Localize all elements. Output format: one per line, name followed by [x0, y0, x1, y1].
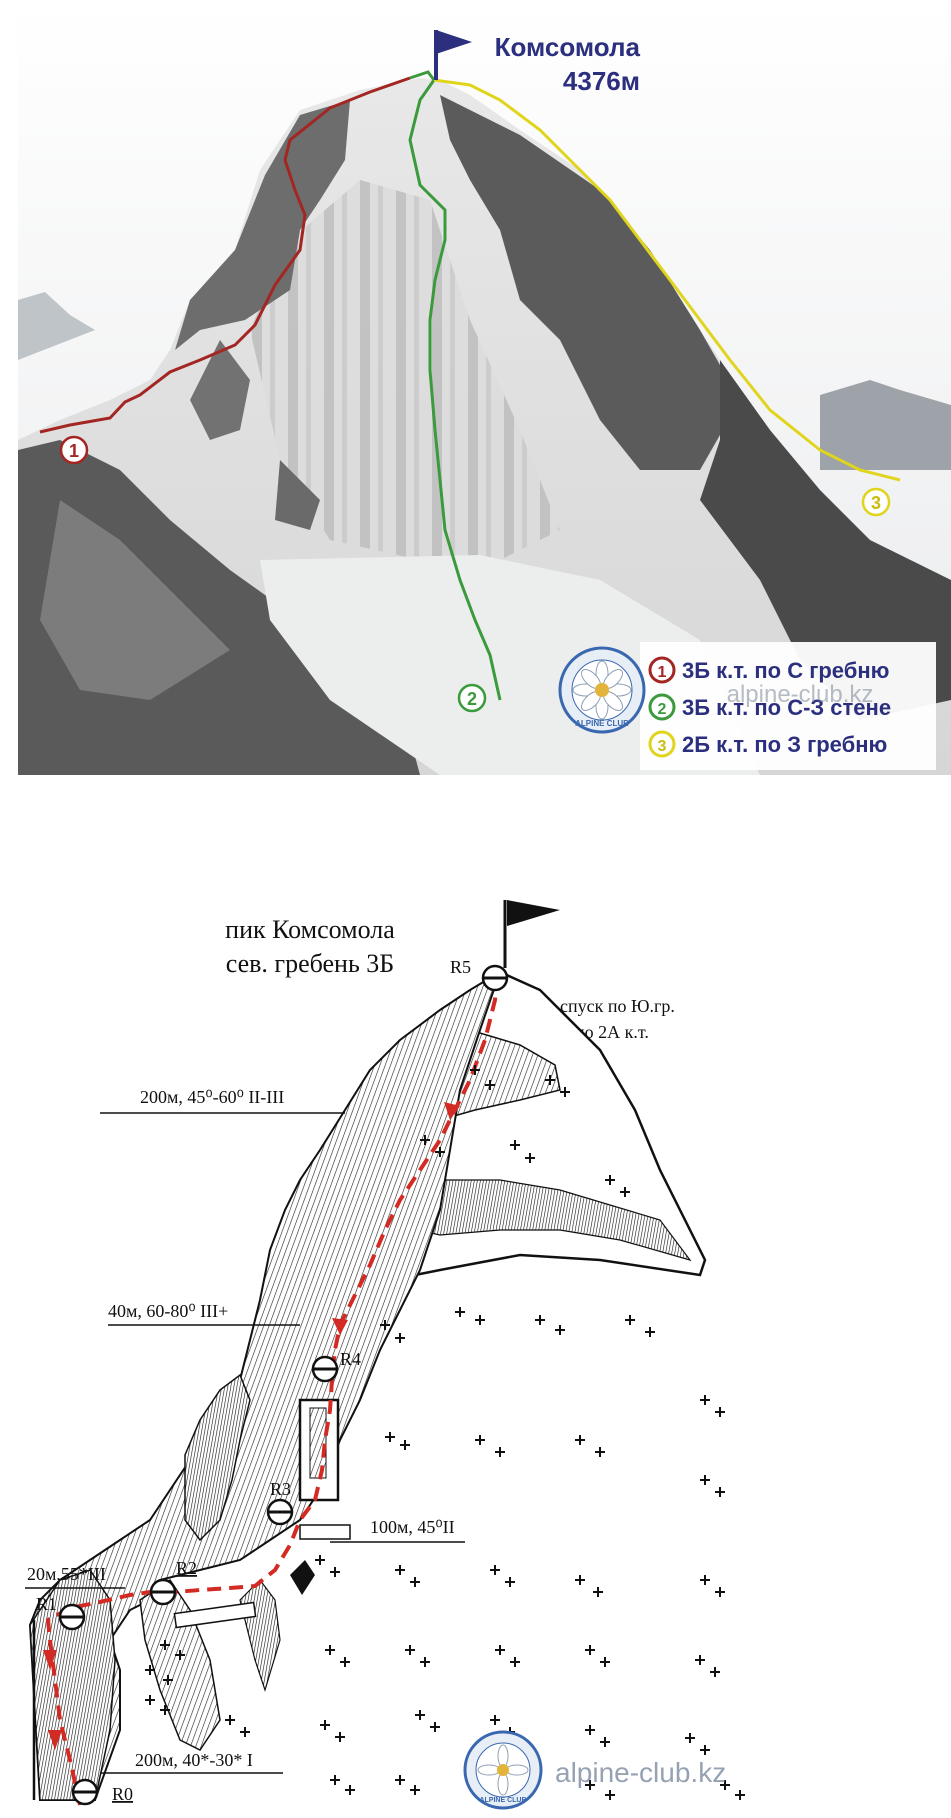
station-r1-label: R1	[36, 1594, 57, 1614]
pitch-label-5: 200м, 40*-30* I	[135, 1750, 253, 1770]
rock-west-ridge	[700, 360, 951, 720]
descent-note-line-2: по 2А к.т.	[575, 1022, 649, 1042]
svg-text:1: 1	[658, 664, 667, 681]
legend-row-3: 3 2Б к.т. по З гребню	[648, 730, 887, 758]
route-1-marker: 1	[59, 435, 89, 465]
svg-text:2: 2	[467, 689, 477, 709]
photo-watermark: alpine-club.kz	[727, 681, 874, 708]
topo-chimney-inner	[309, 1407, 327, 1479]
topo-lower-buttress	[29, 1569, 116, 1801]
station-r4-label: R4	[340, 1349, 361, 1369]
station-r4-icon	[311, 1355, 339, 1383]
north-face-couloirs	[250, 180, 560, 560]
station-r0-label: R0	[112, 1784, 133, 1804]
topo-small-pillar	[239, 1579, 281, 1692]
station-r1-icon	[58, 1603, 86, 1631]
pitch-label-2: 40м, 60-80⁰ III+	[108, 1301, 228, 1321]
peak-height-label: 4376м	[563, 66, 640, 96]
station-r5-icon	[481, 964, 509, 992]
route-1-line	[39, 76, 411, 434]
glacier	[260, 555, 760, 775]
legend-row-2: 2 3Б к.т. по С-З стене	[648, 693, 891, 721]
legend-label-3: 2Б к.т. по З гребню	[682, 732, 887, 757]
topo-arrow-icon	[332, 1318, 348, 1335]
rock-foreground-detail	[40, 500, 230, 700]
pitch-label-1: 200м, 45⁰-60⁰ II-III	[140, 1087, 284, 1107]
topo-traverse-box-r2	[173, 1601, 257, 1629]
route-legend: 1 3Б к.т. по С гребню 2 3Б к.т. по С-З с…	[640, 642, 936, 770]
station-r3-label: R3	[270, 1479, 291, 1499]
route-3-line	[433, 78, 901, 482]
svg-text:2: 2	[658, 701, 667, 718]
station-r3-icon	[266, 1498, 294, 1526]
station-r2-label: R2	[176, 1558, 197, 1578]
station-r5-label: R5	[450, 957, 471, 977]
svg-text:ALPINE CLUB: ALPINE CLUB	[575, 719, 629, 728]
topo-gendarme	[184, 1373, 251, 1542]
topo-watermark: alpine-club.kz	[555, 1757, 726, 1788]
svg-text:ALPINE CLUB: ALPINE CLUB	[479, 1797, 526, 1804]
distant-ridge-right	[820, 380, 951, 470]
alpine-club-logo-icon: ALPINE CLUB	[558, 646, 646, 734]
legend-row-1: 1 3Б к.т. по С гребню	[648, 656, 889, 684]
station-r0-icon	[71, 1778, 99, 1806]
route-2-marker: 2	[457, 683, 487, 713]
peak-name-label: Комсомола	[495, 32, 641, 62]
topo-alpine-club-logo-icon: ALPINE CLUB	[463, 1730, 543, 1810]
topo-arrow-icon	[48, 1730, 62, 1750]
pitch-label-3: 100м, 45⁰II	[370, 1517, 455, 1537]
pitch-label-4: 20м,55*III	[27, 1564, 106, 1584]
rock-small-island	[275, 460, 320, 530]
route-3-marker: 3	[861, 487, 891, 517]
topo-arrow-icon	[444, 1102, 460, 1120]
rock-left-buttress	[175, 100, 350, 350]
summit-flag-icon	[436, 30, 472, 54]
topo-traverse-box-r3	[299, 1524, 351, 1540]
svg-text:1: 1	[69, 441, 79, 461]
topo-lower-rock-band	[389, 1179, 692, 1262]
distant-peak-left	[18, 292, 95, 360]
route-2-line	[408, 70, 502, 701]
topo-small-rock	[290, 1560, 315, 1595]
route-topo-panel: пик Комсомола сев. гребень 3Б спуск по Ю…	[0, 880, 951, 1813]
descent-note-line-1: спуск по Ю.гр.	[560, 996, 675, 1016]
station-r2-icon	[149, 1578, 177, 1606]
mountain-photo: Комсомола 4376м 1 2 3 1 3Б к.т. по С гре…	[18, 0, 951, 775]
topo-title-line-1: пик Комсомола	[225, 915, 395, 944]
legend-label-1: 3Б к.т. по С гребню	[682, 658, 889, 683]
route-topo-diagram: пик Комсомола сев. гребень 3Б спуск по Ю…	[25, 900, 746, 1810]
topo-rock-pillar	[139, 1578, 221, 1751]
svg-text:3: 3	[658, 738, 667, 755]
topo-title-line-2: сев. гребень 3Б	[226, 949, 395, 978]
legend-label-2: 3Б к.т. по С-З стене	[682, 695, 891, 720]
mountain-photo-panel: Комсомола 4376м 1 2 3 1 3Б к.т. по С гре…	[0, 0, 951, 775]
svg-text:3: 3	[871, 493, 881, 513]
topo-summit-flag-icon	[507, 900, 560, 926]
topo-arrow-icon	[43, 1650, 57, 1670]
rock-right-face	[440, 95, 740, 470]
rock-mid-island	[190, 340, 250, 440]
